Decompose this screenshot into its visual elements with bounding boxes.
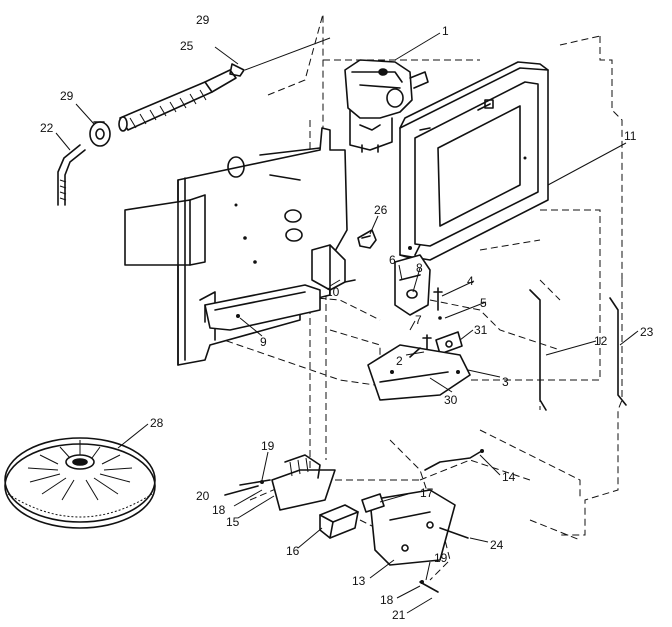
leader-lines [55, 32, 639, 614]
bushing-part-31 [435, 331, 463, 355]
callout-8: 8 [416, 261, 423, 275]
callout-14: 14 [502, 470, 516, 484]
callout-19-left: 19 [261, 439, 275, 453]
callout-16: 16 [286, 544, 300, 558]
coil-part-16 [319, 504, 359, 539]
callout-25: 25 [180, 39, 194, 53]
callout-13: 13 [352, 574, 366, 588]
callout-11: 11 [624, 129, 637, 143]
callout-21: 21 [392, 608, 406, 622]
callout-18-left: 18 [212, 503, 226, 517]
callout-29-left: 29 [60, 89, 74, 103]
callout-10: 10 [326, 285, 340, 299]
callout-17: 17 [420, 486, 434, 500]
plate-part-13 [369, 489, 456, 566]
callout-28: 28 [150, 416, 164, 430]
flywheel-icon [4, 437, 156, 529]
callout-20: 20 [196, 489, 210, 503]
callout-23: 23 [640, 325, 654, 339]
callout-4: 4 [467, 274, 474, 288]
bracket-part-17 [361, 493, 385, 513]
clip-part-29 [89, 121, 111, 147]
governor-arm [394, 244, 431, 316]
callout-12: 12 [594, 334, 608, 348]
callout-3: 3 [502, 375, 509, 389]
air-cleaner-icon [399, 61, 549, 261]
callout-18-right: 18 [380, 593, 394, 607]
callout-24: 24 [490, 538, 504, 552]
link-part-4 [433, 287, 443, 320]
callout-19-right: 19 [434, 551, 448, 565]
lever-part-30 [367, 344, 471, 401]
callout-7: 7 [415, 313, 422, 327]
callout-1: 1 [442, 24, 449, 38]
callout-15: 15 [226, 515, 240, 529]
rod-part-12 [529, 289, 547, 411]
carburetor-icon [344, 59, 429, 153]
callout-5: 5 [480, 296, 487, 310]
callout-26: 26 [374, 203, 388, 217]
callout-9: 9 [260, 335, 267, 349]
callout-29-top: 29 [196, 13, 210, 27]
bracket-part-26 [357, 229, 377, 249]
bracket-part-9 [204, 284, 321, 331]
screw-part-18-21 [224, 479, 439, 593]
wire-part-14 [424, 449, 484, 471]
callout-6: 6 [389, 253, 396, 267]
screw-part-24 [439, 527, 469, 539]
callout-30: 30 [444, 393, 458, 407]
callout-2: 2 [396, 354, 403, 368]
callout-31: 31 [474, 323, 488, 337]
duct-part-15 [271, 454, 336, 511]
rod-part-23 [609, 297, 627, 406]
spring-icon [118, 37, 331, 132]
bent-rod-part-22 [57, 144, 86, 206]
callout-labels: 1 11 29 25 29 22 26 6 8 4 10 5 7 31 9 12… [40, 13, 654, 622]
bracket-part-10 [311, 244, 356, 291]
callout-22: 22 [40, 121, 54, 135]
